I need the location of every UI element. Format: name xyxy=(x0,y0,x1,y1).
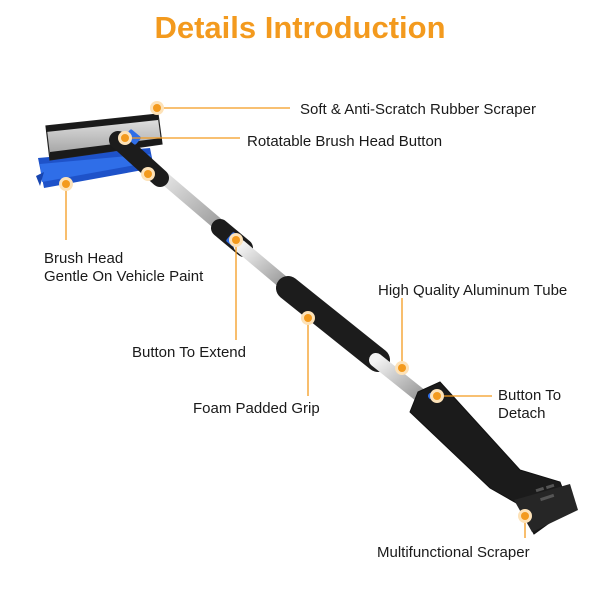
callout-dot-rubber-scraper xyxy=(150,101,164,115)
label-rotatable-button: Rotatable Brush Head Button xyxy=(247,133,443,150)
label-button-extend: Button To Extend xyxy=(132,344,246,361)
label-multi-scraper: Multifunctional Scraper xyxy=(377,544,530,561)
foam-padded-grip xyxy=(276,276,390,372)
page-title: Details Introduction xyxy=(154,10,446,45)
callout-dot-foam-grip xyxy=(301,311,315,325)
callout-dot-detach-button xyxy=(430,389,444,403)
callout-dot-rotatable-button xyxy=(118,131,132,145)
label-button-detach: Button To Detach xyxy=(498,387,561,423)
scraper-teeth xyxy=(535,483,555,502)
label-aluminum-tube: High Quality Aluminum Tube xyxy=(378,282,568,299)
callout-dot-multi-scraper xyxy=(518,509,532,523)
label-brush-head-line1: Brush Head xyxy=(44,250,124,267)
callout-dots xyxy=(59,101,532,523)
label-foam-grip: Foam Padded Grip xyxy=(193,400,320,417)
callout-dot-tube-top xyxy=(141,167,155,181)
callout-dot-aluminum-tube xyxy=(395,361,409,375)
label-brush-head-line2: Gentle On Vehicle Paint xyxy=(44,268,204,285)
label-button-detach-line2: Detach xyxy=(498,405,546,422)
callout-dot-extend-button xyxy=(229,233,243,247)
label-button-detach-line1: Button To xyxy=(498,387,562,404)
label-rubber-scraper: Soft & Anti-Scratch Rubber Scraper xyxy=(300,101,536,118)
callout-dot-brush-head xyxy=(59,177,73,191)
callout-leader-lines xyxy=(65,107,526,538)
label-brush-head: Brush Head Gentle On Vehicle Paint xyxy=(44,250,203,286)
